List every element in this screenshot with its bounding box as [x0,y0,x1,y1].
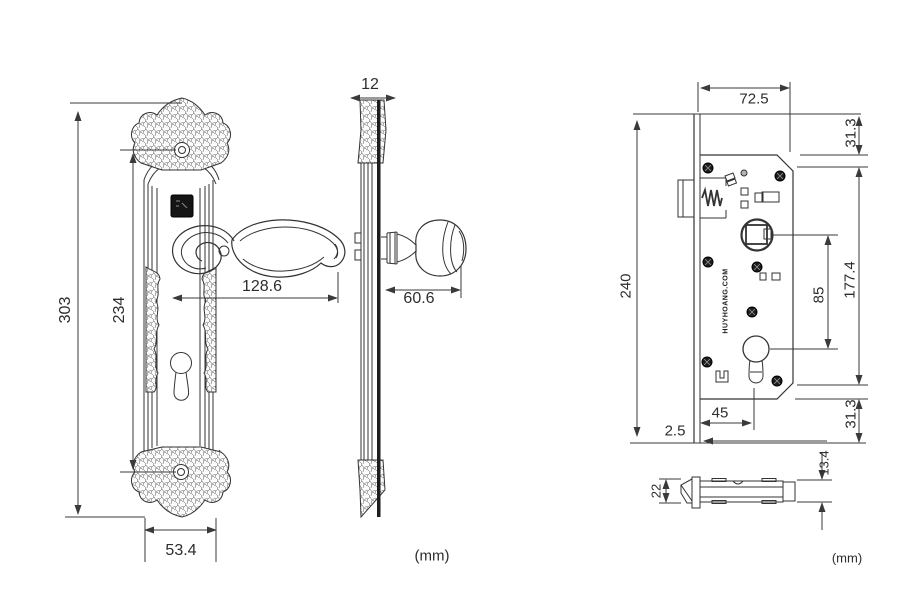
dim-lock-bottom-offset: 31.3 [842,399,860,429]
dim-lock-hub-to-cylinder: 85 [810,286,828,304]
dim-lock-body-width: 72.5 [739,90,769,108]
dim-latch-face-height: 22 [648,483,664,499]
dim-lock-total-height: 240 [617,273,635,299]
dim-lock-top-offset: 31.3 [842,118,860,148]
dim-front-handle-length: 128.6 [241,278,283,295]
dim-latch-bolt-height: 13.4 [816,450,832,476]
lock-brand-text: HUYHOANG.COM [722,268,730,334]
unit-label-right: (mm) [831,550,863,566]
dim-front-screw-spacing: 234 [111,296,128,324]
dim-front-total-height: 303 [57,296,74,324]
dim-lock-body-height: 177.4 [841,261,859,299]
unit-label-left: (mm) [414,547,450,565]
dim-lock-backset: 45 [711,404,729,422]
side-view-drawing [354,99,467,519]
latch-bolt-drawing [680,476,796,509]
dim-front-plate-width: 53.4 [165,542,197,559]
dimension-lines [65,82,868,562]
dim-lock-faceplate-thickness: 2.5 [664,422,686,440]
front-view-drawing [131,97,346,518]
dim-side-projection: 60.6 [403,290,435,307]
dim-side-plate-thickness: 12 [361,76,379,93]
lock-body-drawing [677,113,794,444]
